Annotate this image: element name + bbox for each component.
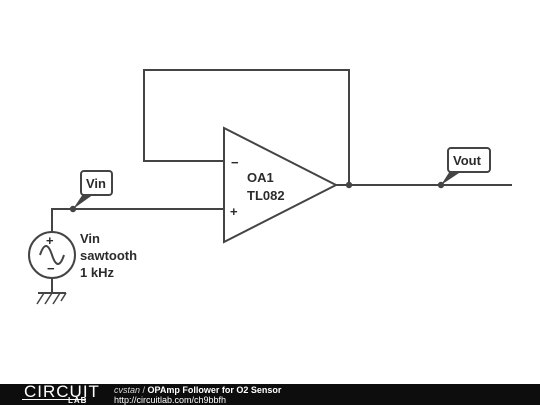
source-wave: sawtooth bbox=[80, 248, 137, 263]
net-label-vin-text: Vin bbox=[86, 176, 106, 191]
net-label-vout-text: Vout bbox=[453, 153, 482, 168]
source-plus-sign: + bbox=[46, 233, 54, 248]
input-wire bbox=[51, 208, 224, 232]
opamp-plus-sign: + bbox=[230, 204, 238, 219]
source-frequency: 1 kHz bbox=[80, 265, 114, 280]
feedback-wire bbox=[143, 69, 350, 185]
footer-title[interactable]: OPAmp Follower for O2 Sensor bbox=[147, 385, 282, 395]
opamp-OA1[interactable]: − + OA1 TL082 bbox=[223, 126, 339, 244]
opamp-name: OA1 bbox=[247, 170, 274, 185]
circuitlab-logo[interactable]: CIRCUIT bbox=[24, 382, 100, 401]
source-minus-sign: − bbox=[47, 261, 55, 276]
output-junction-dot bbox=[345, 181, 353, 189]
footer-bar: CIRCUIT LAB cvstan / OPAmp Follower for … bbox=[0, 382, 540, 405]
net-label-vin-box bbox=[80, 170, 113, 196]
footer-author[interactable]: cvstan bbox=[114, 385, 141, 395]
footer-separator: / bbox=[140, 385, 148, 395]
schematic-canvas: − + OA1 TL082 + − Vin sawtooth 1 kHz Vin… bbox=[28, 69, 512, 305]
opamp-triangle bbox=[223, 126, 339, 244]
opamp-minus-sign: − bbox=[231, 155, 239, 170]
opamp-model: TL082 bbox=[247, 188, 285, 203]
logo-underline bbox=[22, 399, 86, 400]
net-label-vin[interactable]: Vin bbox=[73, 170, 113, 209]
footer-url[interactable]: http://circuitlab.com/ch9bbfh bbox=[114, 395, 227, 405]
voltage-source-Vin[interactable]: + − Vin sawtooth 1 kHz bbox=[28, 231, 137, 280]
source-name: Vin bbox=[80, 231, 100, 246]
footer-byline: cvstan / OPAmp Follower for O2 Sensor bbox=[114, 385, 281, 395]
circuitlab-logo-lab: LAB bbox=[68, 396, 88, 405]
net-label-vout[interactable]: Vout bbox=[441, 147, 491, 185]
ground-icon bbox=[36, 292, 67, 305]
sine-wave-icon bbox=[39, 245, 65, 265]
net-label-vout-pointer bbox=[441, 171, 462, 185]
net-label-vin-pointer bbox=[73, 194, 94, 209]
net-label-vout-box bbox=[447, 147, 491, 173]
